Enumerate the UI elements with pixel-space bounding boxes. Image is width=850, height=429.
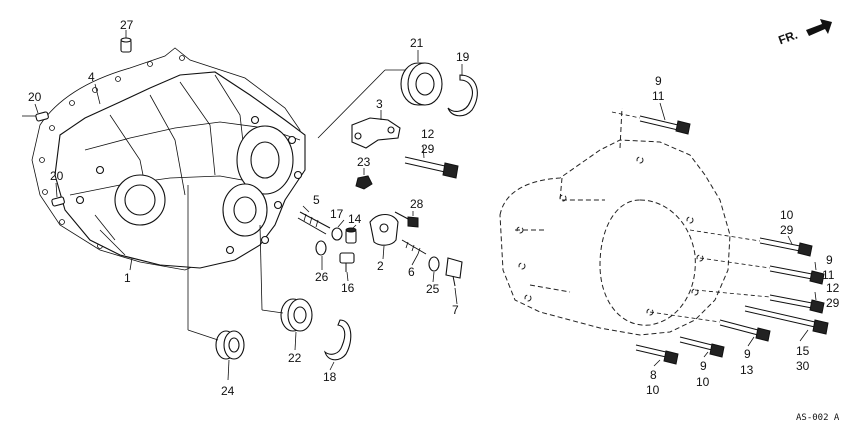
label-9-top: 9 bbox=[655, 74, 662, 88]
label-15: 15 bbox=[796, 344, 810, 358]
label-2: 2 bbox=[377, 259, 384, 273]
bolt-12-29-right bbox=[694, 289, 825, 314]
label-4: 4 bbox=[88, 70, 95, 84]
diagram-code: AS-002 A bbox=[796, 413, 840, 423]
bolt-5 bbox=[297, 211, 331, 235]
leader-lines-right bbox=[653, 102, 817, 367]
label-24: 24 bbox=[221, 384, 235, 398]
label-20-lower: 20 bbox=[50, 169, 64, 183]
label-9-mid: 9 bbox=[744, 347, 751, 361]
label-22: 22 bbox=[288, 351, 302, 365]
bolt-12-29-upper bbox=[404, 156, 459, 179]
label-28: 28 bbox=[410, 197, 424, 211]
label-30: 30 bbox=[796, 359, 810, 373]
front-arrow-icon bbox=[806, 19, 832, 36]
nut-23 bbox=[355, 175, 373, 190]
transmission-housing bbox=[31, 47, 306, 271]
bolt-28 bbox=[394, 211, 419, 228]
dowel-pin-20-upper bbox=[22, 111, 49, 122]
washer-25 bbox=[428, 256, 440, 272]
bolt-9-11-top bbox=[611, 111, 691, 135]
bearing-22 bbox=[280, 298, 313, 332]
label-21: 21 bbox=[410, 36, 424, 50]
label-23: 23 bbox=[357, 155, 371, 169]
plug-16 bbox=[339, 252, 355, 272]
label-5: 5 bbox=[313, 193, 320, 207]
cover-2 bbox=[369, 213, 399, 246]
label-9-lower: 9 bbox=[700, 359, 707, 373]
label-7: 7 bbox=[452, 303, 459, 317]
transmission-case-ghost bbox=[499, 107, 731, 336]
label-9-right: 9 bbox=[826, 253, 833, 267]
label-18: 18 bbox=[323, 370, 337, 384]
label-14: 14 bbox=[348, 212, 362, 226]
label-8: 8 bbox=[650, 368, 657, 382]
snap-ring-18 bbox=[323, 319, 352, 361]
label-25: 25 bbox=[426, 282, 440, 296]
label-10-bottom: 10 bbox=[646, 383, 660, 397]
bolt-6 bbox=[401, 239, 427, 255]
oil-seal-24 bbox=[215, 330, 245, 360]
label-29-upper: 29 bbox=[421, 142, 435, 156]
washer-26 bbox=[315, 240, 327, 256]
label-11-top: 11 bbox=[652, 89, 665, 103]
bolt-14 bbox=[345, 227, 357, 244]
label-12-upper: 12 bbox=[421, 127, 435, 141]
label-26: 26 bbox=[315, 270, 329, 284]
label-12-right: 12 bbox=[826, 281, 840, 295]
label-10-right: 10 bbox=[780, 208, 794, 222]
dowel-pin-27 bbox=[120, 37, 132, 53]
washer-17 bbox=[331, 227, 343, 241]
label-19: 19 bbox=[456, 50, 470, 64]
bolt-8-10 bbox=[635, 344, 679, 365]
snap-ring-19 bbox=[447, 74, 478, 117]
label-16: 16 bbox=[341, 281, 355, 295]
bolt-9-13 bbox=[649, 311, 771, 342]
front-indicator-label: FR. bbox=[776, 28, 799, 48]
bolt-10-29 bbox=[689, 229, 813, 257]
label-10-lower: 10 bbox=[696, 375, 710, 389]
label-29-right-lower: 29 bbox=[826, 296, 840, 310]
label-3: 3 bbox=[376, 97, 383, 111]
label-1: 1 bbox=[124, 271, 131, 285]
bracket-3 bbox=[351, 117, 401, 149]
callout-labels: 27 4 20 20 1 21 19 3 12 29 23 5 17 14 28… bbox=[28, 18, 840, 423]
label-20-upper: 20 bbox=[28, 90, 42, 104]
bolt-15-30 bbox=[744, 305, 829, 335]
plug-7 bbox=[445, 257, 463, 287]
label-11-right: 11 bbox=[822, 268, 835, 282]
label-17: 17 bbox=[330, 207, 344, 221]
dowel-pin-20-lower bbox=[51, 196, 65, 207]
label-29-right: 29 bbox=[780, 223, 794, 237]
bolt-9-11-right bbox=[699, 257, 825, 285]
bolt-9-10-bottom bbox=[679, 336, 725, 358]
label-27: 27 bbox=[120, 18, 134, 32]
leader-lines-left bbox=[34, 30, 463, 381]
label-13: 13 bbox=[740, 363, 754, 377]
label-6: 6 bbox=[408, 265, 415, 279]
bearing-21 bbox=[400, 62, 443, 106]
